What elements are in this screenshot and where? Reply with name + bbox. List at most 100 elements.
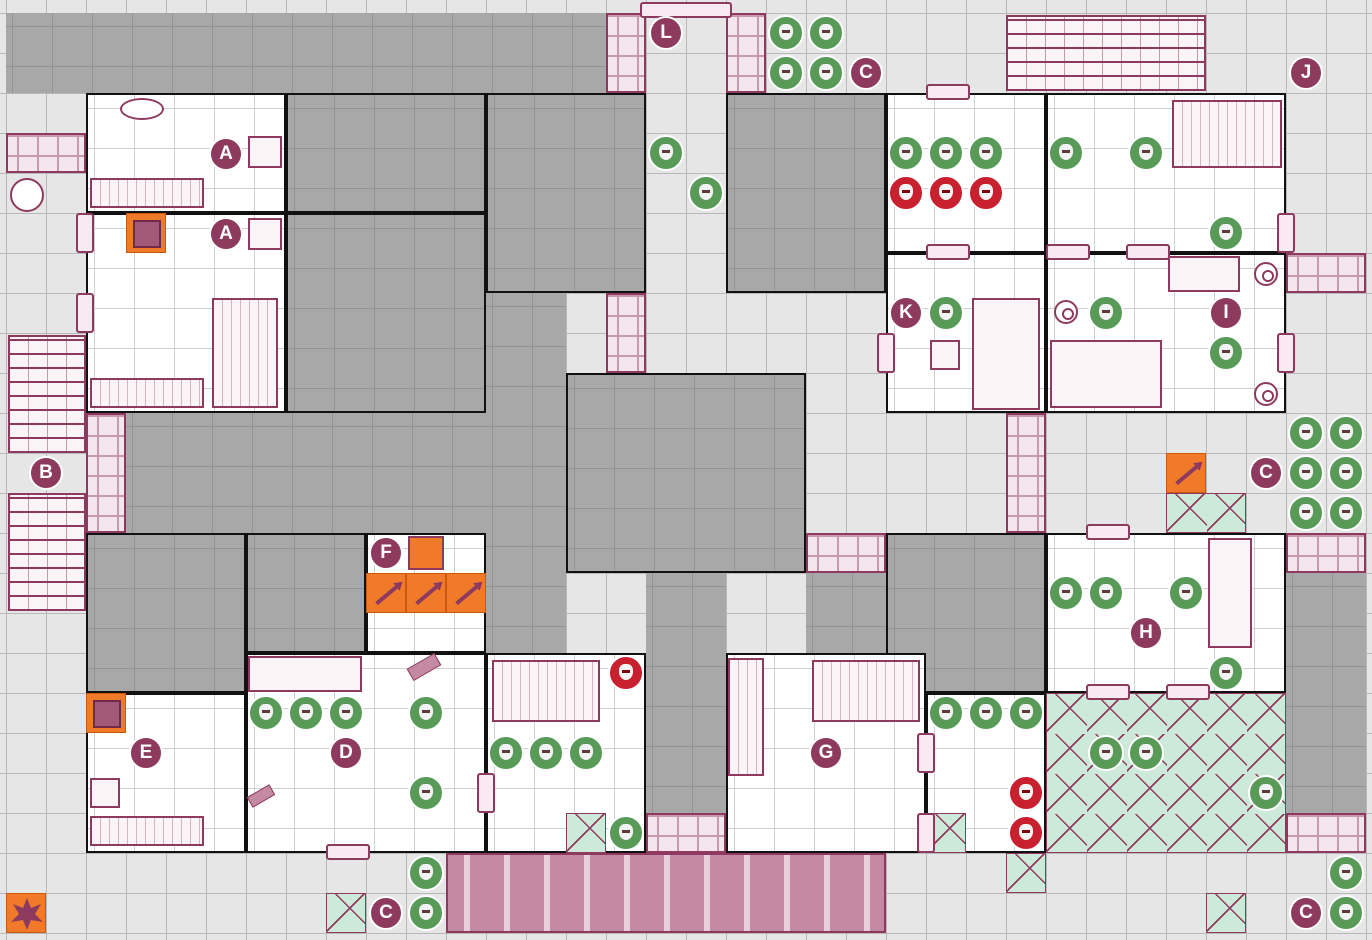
wall-k-south [1006, 413, 1046, 533]
demon-token-icon[interactable] [768, 55, 804, 91]
demon-token-icon[interactable] [648, 135, 684, 171]
barrel-1 [120, 98, 164, 120]
table-d-east [492, 660, 600, 722]
wall-south-1 [646, 813, 726, 853]
door-11[interactable] [1086, 684, 1130, 700]
door-3[interactable] [926, 84, 970, 100]
cultist-token-icon[interactable] [1128, 135, 1164, 171]
demon-token-icon[interactable] [1328, 455, 1364, 491]
door-5[interactable] [1046, 244, 1090, 260]
label-d: D [329, 736, 363, 770]
wall-h-east [1286, 533, 1366, 573]
rubble-6 [1206, 893, 1246, 933]
door-6[interactable] [1126, 244, 1170, 260]
crate-tile-e [86, 693, 126, 733]
cultist-token-icon[interactable] [1208, 655, 1244, 691]
void-7 [646, 573, 726, 853]
demon-token-icon[interactable] [968, 695, 1004, 731]
door-10[interactable] [1086, 524, 1130, 540]
wall-mid [606, 293, 646, 373]
void-1 [286, 93, 486, 213]
cultist-token-icon[interactable] [1248, 775, 1284, 811]
rubble-5 [326, 893, 366, 933]
elite-demon-token-icon[interactable] [608, 655, 644, 691]
void-6 [486, 293, 566, 653]
elite-demon-token-icon[interactable] [928, 175, 964, 211]
wall-b-top [6, 133, 86, 173]
rack-h [1208, 538, 1252, 648]
rubble-1 [1166, 493, 1246, 533]
elite-demon-token-icon[interactable] [968, 175, 1004, 211]
cultist-token-icon[interactable] [1128, 735, 1164, 771]
door-16[interactable] [917, 813, 935, 853]
door-13[interactable] [326, 844, 370, 860]
demon-token-icon[interactable] [488, 735, 524, 771]
demon-token-icon[interactable] [888, 135, 924, 171]
desk-k [972, 298, 1040, 410]
spear-tile-2 [406, 573, 446, 613]
demon-token-icon[interactable] [1328, 415, 1364, 451]
demon-token-icon[interactable] [968, 135, 1004, 171]
cultist-token-icon[interactable] [1168, 575, 1204, 611]
demon-token-icon[interactable] [928, 695, 964, 731]
label-e: E [129, 736, 163, 770]
elite-demon-token-icon[interactable] [1008, 815, 1044, 851]
demon-token-icon[interactable] [328, 695, 364, 731]
cart-2 [248, 218, 282, 250]
spear-trap-icon [415, 582, 441, 606]
door-7[interactable] [1277, 213, 1295, 253]
elite-demon-token-icon[interactable] [888, 175, 924, 211]
cultist-token-icon[interactable] [1088, 575, 1124, 611]
door-4[interactable] [926, 244, 970, 260]
elite-demon-token-icon[interactable] [1008, 775, 1044, 811]
demon-token-icon[interactable] [408, 855, 444, 891]
demon-token-icon[interactable] [1328, 495, 1364, 531]
ruined-wall-south [446, 853, 886, 933]
debris-d [248, 656, 362, 692]
wall-l-right [726, 13, 766, 93]
demon-token-icon[interactable] [808, 15, 844, 51]
demon-token-icon[interactable] [928, 135, 964, 171]
demon-token-icon[interactable] [408, 695, 444, 731]
demon-token-icon[interactable] [528, 735, 564, 771]
demon-token-icon[interactable] [248, 695, 284, 731]
door-2[interactable] [76, 293, 94, 333]
demon-token-icon[interactable] [408, 775, 444, 811]
door-8[interactable] [877, 333, 895, 373]
door-9[interactable] [1277, 333, 1295, 373]
demon-token-icon[interactable] [568, 735, 604, 771]
cultist-token-icon[interactable] [1208, 215, 1244, 251]
demon-token-icon[interactable] [1328, 895, 1364, 931]
rubble-4 [1006, 853, 1046, 893]
shelf-j [1006, 15, 1206, 91]
demon-token-icon[interactable] [608, 815, 644, 851]
demon-token-icon[interactable] [1288, 495, 1324, 531]
bench-g [728, 658, 764, 776]
label-c-1: C [849, 56, 883, 90]
demon-token-icon[interactable] [288, 695, 324, 731]
crate-icon [133, 220, 161, 248]
demon-token-icon[interactable] [688, 175, 724, 211]
crate-icon [93, 700, 121, 728]
demon-token-icon[interactable] [1008, 695, 1044, 731]
rug-i [1050, 340, 1162, 408]
label-k: K [889, 296, 923, 330]
cultist-token-icon[interactable] [1088, 295, 1124, 331]
demon-token-icon[interactable] [808, 55, 844, 91]
table-g [812, 660, 920, 722]
demon-token-icon[interactable] [1288, 415, 1324, 451]
cultist-token-icon[interactable] [928, 295, 964, 331]
door-15[interactable] [917, 733, 935, 773]
demon-token-icon[interactable] [408, 895, 444, 931]
demon-token-icon[interactable] [1288, 455, 1324, 491]
cultist-token-icon[interactable] [1208, 335, 1244, 371]
cultist-token-icon[interactable] [1048, 135, 1084, 171]
cultist-token-icon[interactable] [1088, 735, 1124, 771]
demon-token-icon[interactable] [1328, 855, 1364, 891]
label-c-3: C [369, 896, 403, 930]
door-1[interactable] [76, 213, 94, 253]
door-12[interactable] [1166, 684, 1210, 700]
cultist-token-icon[interactable] [1048, 575, 1084, 611]
door-14[interactable] [477, 773, 495, 813]
demon-token-icon[interactable] [768, 15, 804, 51]
